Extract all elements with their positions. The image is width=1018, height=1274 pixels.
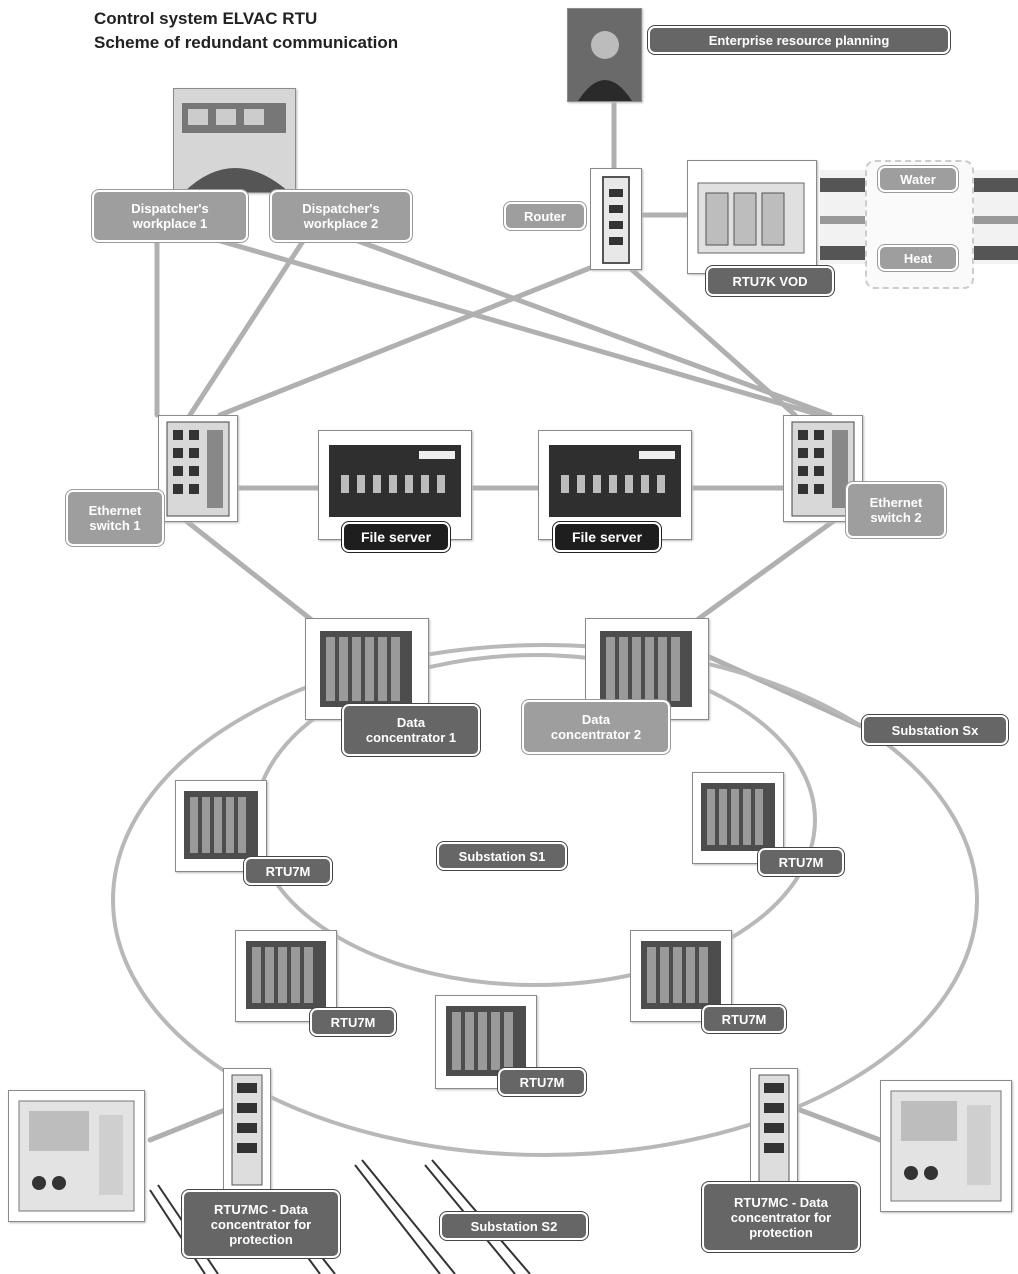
rtu7k-device bbox=[687, 160, 817, 274]
link-protection-left bbox=[150, 1110, 225, 1140]
erp-photo bbox=[567, 8, 642, 102]
relay-icon bbox=[9, 1091, 144, 1221]
rtu7mc-right-label: RTU7MC - Data concentrator for protectio… bbox=[702, 1182, 860, 1252]
relay-icon bbox=[881, 1081, 1011, 1211]
module-icon bbox=[224, 1069, 270, 1191]
water-label: Water bbox=[878, 166, 958, 192]
cable-5 bbox=[355, 1165, 440, 1274]
rtu7mc-right-device bbox=[750, 1068, 798, 1192]
rtu7m-center-label: RTU7M bbox=[498, 1068, 586, 1096]
rtu7m-midleft-label: RTU7M bbox=[310, 1008, 396, 1036]
router-icon bbox=[591, 169, 641, 269]
workplace-2-label: Dispatcher's workplace 2 bbox=[270, 190, 412, 242]
control-room-icon bbox=[174, 89, 295, 192]
protection-relay-right bbox=[880, 1080, 1012, 1212]
rtu7m-left-label: RTU7M bbox=[244, 857, 332, 885]
erp-label: Enterprise resource planning bbox=[648, 26, 950, 54]
module-icon bbox=[751, 1069, 797, 1191]
person-icon bbox=[568, 9, 641, 101]
rtu7k-icon bbox=[688, 161, 816, 273]
rtu7mc-left-device bbox=[223, 1068, 271, 1192]
control-room-photo bbox=[173, 88, 296, 193]
switch-icon bbox=[159, 416, 237, 521]
diagram-subtitle: Scheme of redundant communication bbox=[94, 33, 398, 53]
link-switch2-conc2 bbox=[690, 520, 835, 625]
router-device bbox=[590, 168, 642, 270]
ethernet-switch-1-label: Ethernet switch 1 bbox=[66, 490, 164, 546]
router-label: Router bbox=[504, 202, 586, 230]
protection-relay-left bbox=[8, 1090, 145, 1222]
substation-s1-label: Substation S1 bbox=[437, 842, 567, 870]
rtu7m-midright-label: RTU7M bbox=[702, 1005, 786, 1033]
ethernet-switch-2-label: Ethernet switch 2 bbox=[846, 482, 946, 538]
rtu7k-label: RTU7K VOD bbox=[706, 266, 834, 296]
rtu7mc-left-label: RTU7MC - Data concentrator for protectio… bbox=[182, 1190, 340, 1258]
substation-s2-label: Substation S2 bbox=[440, 1212, 588, 1240]
file-server-2-label: File server bbox=[553, 522, 661, 552]
file-server-1-label: File server bbox=[342, 522, 450, 552]
rtu7m-right-label: RTU7M bbox=[758, 848, 844, 876]
substation-sx-label: Substation Sx bbox=[862, 715, 1008, 745]
data-concentrator-1-label: Data concentrator 1 bbox=[342, 704, 480, 756]
diagram-title: Control system ELVAC RTU bbox=[94, 9, 317, 29]
link-switch1-conc1 bbox=[185, 520, 318, 625]
heat-label: Heat bbox=[878, 245, 958, 271]
link-protection-right bbox=[800, 1110, 880, 1140]
workplace-1-label: Dispatcher's workplace 1 bbox=[92, 190, 248, 242]
ethernet-switch-1-device bbox=[158, 415, 238, 522]
data-concentrator-2-label: Data concentrator 2 bbox=[522, 700, 670, 754]
link-router-switch1 bbox=[220, 268, 590, 415]
